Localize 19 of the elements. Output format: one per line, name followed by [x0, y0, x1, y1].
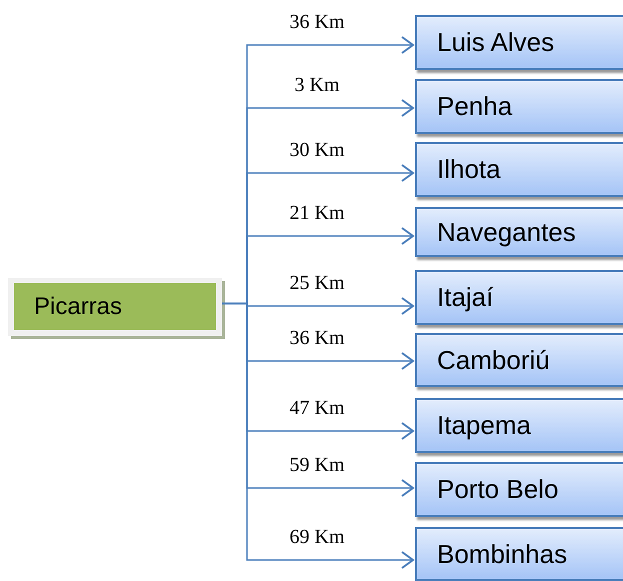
destination-box: Itajaí [415, 270, 623, 325]
destination-box: Luis Alves [415, 15, 623, 70]
edge-label: 30 Km [290, 140, 344, 160]
edge-label: 3 Km [294, 75, 340, 95]
destination-box: Ilhota [415, 142, 623, 197]
destination-box: Itapema [415, 398, 623, 453]
edge-label: 69 Km [290, 527, 344, 547]
source-box: Picarras [14, 283, 216, 330]
destination-box: Bombinhas [415, 527, 623, 581]
edge-label: 36 Km [290, 328, 344, 348]
destination-box: Porto Belo [415, 462, 623, 517]
destination-box: Penha [415, 79, 623, 134]
destination-box: Navegantes [415, 207, 623, 257]
edge-label: 36 Km [290, 12, 344, 32]
destination-box: Camboriú [415, 333, 623, 387]
edge-label: 59 Km [290, 455, 344, 475]
edge-label: 25 Km [290, 273, 344, 293]
edge-label: 21 Km [290, 203, 344, 223]
edge-label: 47 Km [290, 398, 344, 418]
